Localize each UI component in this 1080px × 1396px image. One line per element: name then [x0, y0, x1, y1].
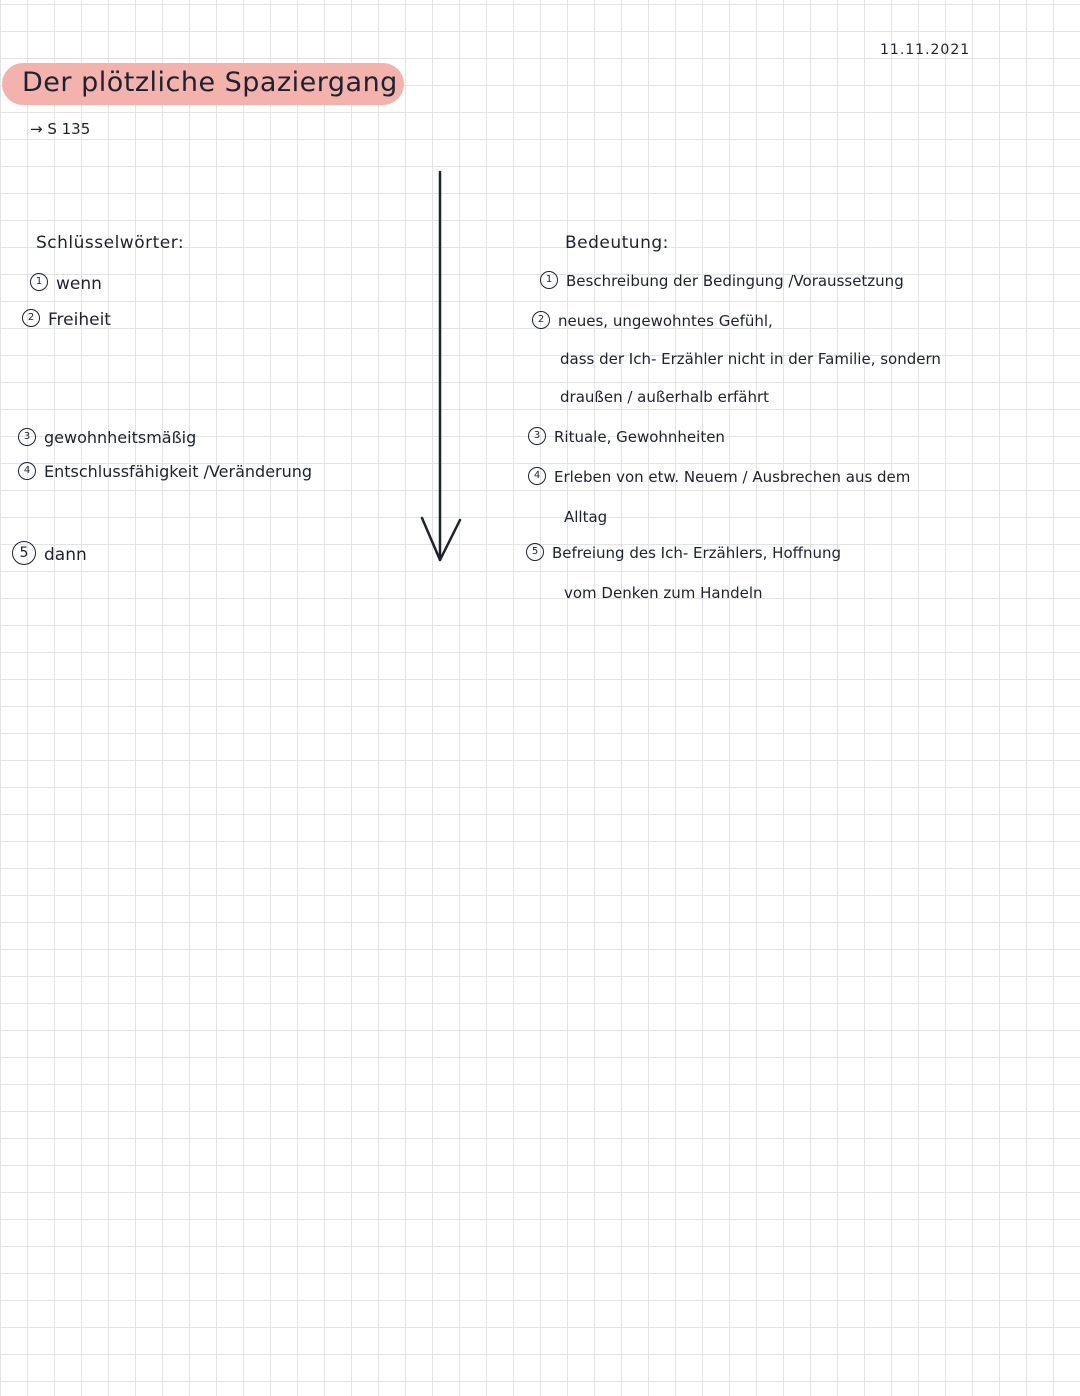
keyword-text: dann — [44, 545, 87, 565]
number-1-marker: 1 — [540, 270, 558, 289]
date: 11.11.2021 — [880, 42, 971, 58]
keyword-text: Freiheit — [48, 310, 111, 330]
meaning-item-4: 4 Erleben von etw. Neuem / Ausbrechen aus… — [528, 466, 911, 487]
meaning-line: neues, ungewohntes Gefühl, — [558, 312, 773, 330]
keyword-item-4: 4 Entschlussfähigkeit /Veränderung — [18, 461, 313, 482]
number-5-marker: 5 — [12, 541, 36, 565]
number-1-marker: 1 — [30, 273, 48, 291]
meaning-line: Rituale, Gewohnheiten — [554, 428, 725, 446]
keyword-text: gewohnheitsmäßig — [44, 428, 197, 447]
meaning-item-1: 1 Beschreibung der Bedingung /Voraussetzu… — [540, 270, 904, 291]
meaning-line: draußen / außerhalb erfährt — [560, 388, 770, 406]
keyword-text: wenn — [56, 274, 102, 294]
number-2-marker: 2 — [22, 309, 40, 327]
number-3-marker: 3 — [528, 426, 546, 445]
meaning-item-5: 5 Befreiung des Ich- Erzählers, Hoffnung — [526, 542, 841, 563]
meaning-line: dass der Ich- Erzähler nicht in der Fami… — [560, 350, 941, 368]
keyword-item-3: 3 gewohnheitsmäßig — [18, 427, 197, 448]
page-title: Der plötzliche Spaziergang — [22, 67, 398, 98]
keyword-text: Entschlussfähigkeit /Veränderung — [44, 462, 313, 481]
keyword-item-5: 5 dann — [12, 541, 87, 567]
keyword-item-1: 1 wenn — [30, 273, 102, 294]
meaning-item-2: 2 neues, ungewohntes Gefühl, — [532, 310, 773, 331]
keywords-heading: Schlüsselwörter: — [36, 233, 185, 253]
number-5-marker: 5 — [526, 542, 544, 561]
meaning-line: Befreiung des Ich- Erzählers, Hoffnung — [552, 544, 841, 562]
keyword-item-2: 2 Freiheit — [22, 309, 111, 330]
meaning-line: Beschreibung der Bedingung /Voraussetzun… — [566, 272, 904, 290]
number-3-marker: 3 — [18, 427, 36, 446]
meaning-line: Erleben von etw. Neuem / Ausbrechen aus … — [554, 468, 911, 486]
page-reference: → S 135 — [30, 120, 91, 138]
number-2-marker: 2 — [532, 310, 550, 329]
meaning-item-3: 3 Rituale, Gewohnheiten — [528, 426, 725, 447]
meaning-line: Alltag — [564, 508, 608, 526]
meaning-line: vom Denken zum Handeln — [564, 584, 763, 602]
title-highlight — [2, 63, 404, 105]
number-4-marker: 4 — [18, 461, 36, 480]
number-4-marker: 4 — [528, 466, 546, 485]
down-arrow-icon — [420, 170, 462, 562]
meaning-heading: Bedeutung: — [565, 233, 669, 253]
